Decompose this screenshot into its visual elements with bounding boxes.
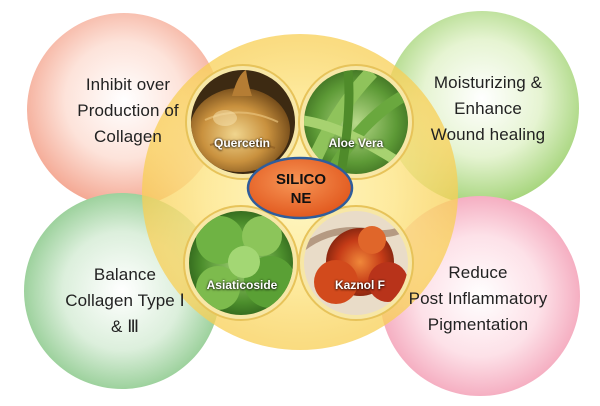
benefit-line: Post Inflammatory: [408, 289, 548, 308]
benefit-label-balance-collagen: Balance Collagen Type Ⅰ & Ⅲ: [30, 262, 220, 340]
center-label: SILICO NE: [246, 170, 356, 208]
benefit-line: Pigmentation: [427, 315, 529, 334]
ingredient-label-quercetin: Quercetin: [213, 136, 270, 150]
benefit-line: Enhance: [454, 99, 522, 118]
benefit-line: Balance: [93, 265, 157, 284]
benefit-line: Collagen: [94, 127, 162, 146]
quercetin-image: [191, 70, 295, 174]
benefit-line: Reduce: [448, 263, 508, 282]
benefit-label-moisturizing: Moisturizing & Enhance Wound healing: [398, 70, 578, 148]
ingredient-label-aloe-vera: Aloe Vera: [328, 136, 384, 150]
aloe-vera-image: [304, 70, 408, 174]
benefit-line: Collagen Type Ⅰ: [65, 291, 185, 310]
benefit-line: Moisturizing &: [433, 73, 543, 92]
benefit-label-inhibit-collagen: Inhibit over Production of Collagen: [48, 72, 208, 150]
ingredient-label-kaznol-f: Kaznol F: [335, 278, 385, 292]
benefit-label-reduce-pigmentation: Reduce Post Inflammatory Pigmentation: [378, 260, 578, 338]
center-node: [246, 156, 354, 220]
center-label-line: NE: [290, 190, 312, 207]
benefit-line: Production of: [77, 101, 179, 120]
benefit-line: & Ⅲ: [110, 317, 140, 336]
center-label-line: SILICO: [275, 171, 326, 188]
benefit-line: Inhibit over: [85, 75, 171, 94]
benefit-line: Wound healing: [430, 125, 546, 144]
ingredient-label-asiaticoside: Asiaticoside: [206, 278, 278, 292]
